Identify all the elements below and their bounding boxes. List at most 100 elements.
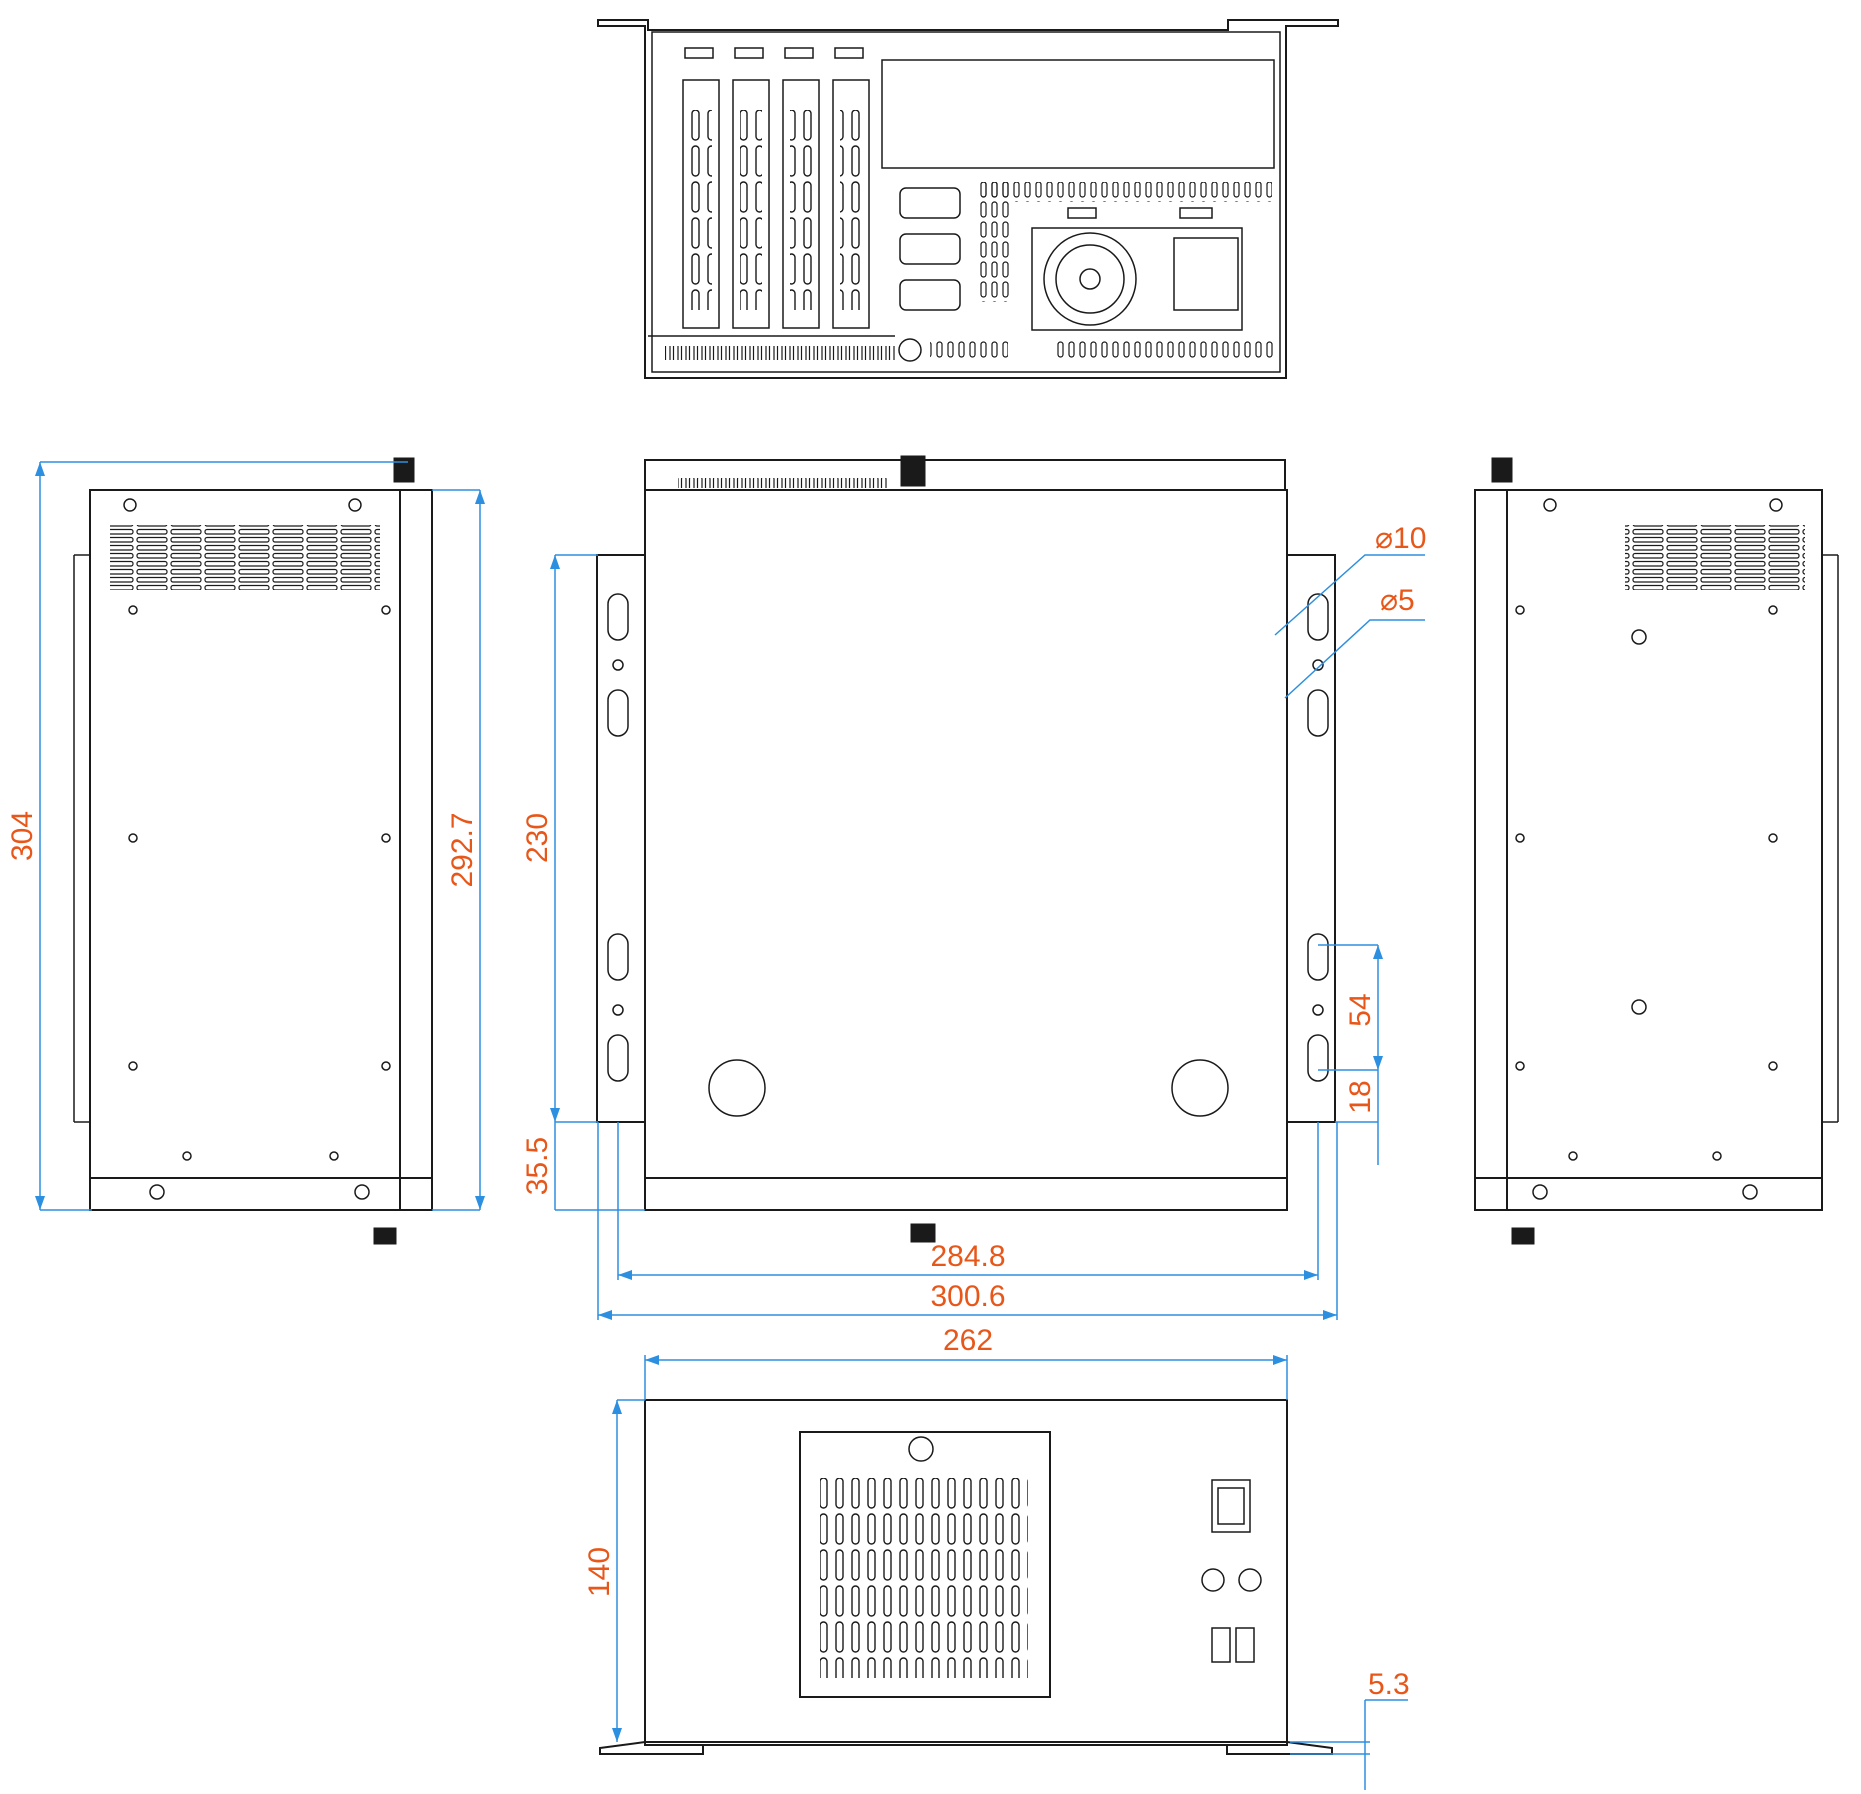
slot-cover — [682, 79, 720, 329]
slot-tab — [734, 47, 764, 59]
keyhole-slot — [1307, 1034, 1329, 1082]
dimension-overall-depth: 304 — [6, 811, 39, 861]
thumb-screw-knob — [393, 457, 415, 483]
front-filter-door — [799, 1431, 1051, 1698]
power-switch-rocker — [1217, 1487, 1245, 1525]
slot-cover — [782, 79, 820, 329]
usb-port — [1211, 1627, 1231, 1663]
dimension-body-depth: 292.7 — [446, 812, 479, 887]
front-mounting-flange — [599, 1741, 1333, 1755]
thumb-screw-knob — [1491, 457, 1513, 483]
right-side-panel — [1506, 489, 1823, 1211]
drive-bay-opening — [881, 59, 1275, 169]
power-switch — [1211, 1479, 1251, 1533]
mount-hole — [1568, 1151, 1578, 1161]
right-side-bezel — [1474, 489, 1508, 1211]
slot-cover — [832, 79, 870, 329]
dimension-hole-diameter: ⌀5 — [1380, 584, 1415, 617]
keyhole-slot — [1307, 689, 1329, 737]
right-side-base — [1474, 1177, 1823, 1211]
door-screw — [908, 1436, 934, 1462]
psu-fan-guard — [1055, 244, 1125, 314]
serial-port — [899, 233, 961, 265]
dimension-body-height: 140 — [583, 1547, 616, 1597]
screw — [354, 1184, 370, 1200]
mount-hole — [1515, 605, 1525, 615]
mount-hole — [1712, 1151, 1722, 1161]
psu-fan-hub — [1079, 268, 1101, 290]
mount-hole — [128, 833, 138, 843]
mount-hole — [128, 1061, 138, 1071]
vga-port — [899, 279, 961, 311]
keyhole-slot — [1307, 933, 1329, 981]
dimension-hole-offset: 18 — [1344, 1080, 1377, 1113]
top-rear-vent — [678, 478, 888, 488]
power-switch-rear — [1173, 237, 1239, 311]
slot-perforation — [790, 110, 812, 310]
keyhole-slot — [1307, 593, 1329, 641]
keyhole-slot — [607, 1034, 629, 1082]
front-view — [599, 1399, 1333, 1755]
usb-port — [1235, 1627, 1255, 1663]
right-vent-grille — [1625, 525, 1805, 590]
rear-panel-inner — [651, 31, 1281, 373]
led-indicator — [1238, 1568, 1262, 1592]
mount-hole — [1515, 1061, 1525, 1071]
dimension-bracket-thickness: 5.3 — [1368, 1668, 1410, 1701]
mount-hole — [1515, 833, 1525, 843]
mount-hole — [1768, 605, 1778, 615]
thumb-screw — [898, 338, 922, 362]
leader-line — [1284, 619, 1425, 699]
left-side-bezel — [399, 489, 433, 1211]
mount-hole — [381, 605, 391, 615]
psu-tab — [1179, 207, 1213, 219]
rear-vent-bottom — [665, 346, 895, 360]
bracket-hole — [612, 659, 624, 671]
dimension-arrows — [1373, 945, 1383, 1070]
mount-hole — [381, 833, 391, 843]
rubber-foot — [708, 1059, 766, 1117]
keyhole-slot — [607, 689, 629, 737]
slot-perforation — [840, 110, 862, 310]
slot-tab — [784, 47, 814, 59]
screw — [1631, 629, 1647, 645]
thumb-screw-knob — [910, 1223, 936, 1243]
rear-chassis-outline — [597, 19, 1339, 379]
slot-tab — [684, 47, 714, 59]
mount-hole — [182, 1151, 192, 1161]
top-view — [596, 455, 1336, 1243]
dimension-slot-diameter: ⌀10 — [1375, 522, 1426, 555]
top-cover — [644, 489, 1288, 1211]
dimension-mount-hole-span: 284.8 — [930, 1240, 1005, 1273]
left-side-panel — [89, 489, 401, 1211]
mount-hole — [1768, 833, 1778, 843]
keyhole-slot — [607, 933, 629, 981]
dimension-lines — [35, 461, 1425, 1790]
left-side-view — [73, 457, 433, 1245]
right-side-view — [1474, 457, 1839, 1245]
psu-tab — [1067, 207, 1097, 219]
dimension-hole-pitch: 54 — [1344, 993, 1377, 1026]
screw — [1631, 999, 1647, 1015]
rear-vent-bottom — [930, 338, 1008, 358]
mount-hole — [329, 1151, 339, 1161]
thumb-screw-knob — [900, 455, 926, 487]
rear-view — [597, 19, 1339, 379]
front-vent-grille — [820, 1478, 1028, 1678]
screw — [348, 498, 362, 512]
leader-line — [1274, 554, 1425, 636]
mount-hole — [128, 605, 138, 615]
rear-vent-top — [982, 182, 1272, 202]
dimension-labels: 304 292.7 230 35.5 54 18 ⌀10 ⌀5 284.8 30… — [6, 522, 1426, 1701]
slot-perforation — [740, 110, 762, 310]
screw — [1543, 498, 1557, 512]
serial-port — [899, 187, 961, 219]
right-mounting-bracket — [1286, 554, 1336, 1123]
mount-hole — [381, 1061, 391, 1071]
screw — [1532, 1184, 1548, 1200]
bracket-hole — [1312, 659, 1324, 671]
expansion-slots — [682, 47, 870, 329]
bracket-hole — [612, 1004, 624, 1016]
screw — [123, 498, 137, 512]
